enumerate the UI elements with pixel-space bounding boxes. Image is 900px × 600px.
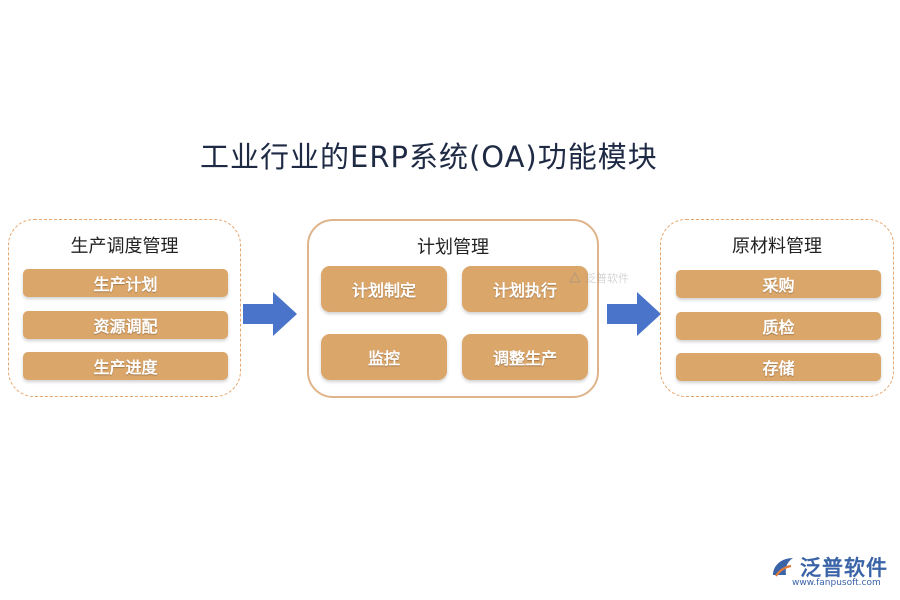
item-adjust-production: 调整生产: [462, 334, 588, 380]
watermark: 泛普软件: [568, 270, 629, 286]
item-storage: 存储: [676, 353, 881, 381]
brand-logo: 泛普软件: [770, 552, 888, 582]
right-arrow-icon: [607, 292, 661, 336]
item-production-progress: 生产进度: [23, 352, 228, 380]
item-quality-inspection: 质检: [676, 312, 881, 340]
panel-title: 生产调度管理: [70, 236, 179, 257]
item-plan-execution: 计划执行: [462, 266, 588, 312]
fanpu-logo-icon: [568, 271, 582, 283]
panel-plan-management: 计划管理 计划制定 计划执行 监控 调整生产: [307, 219, 599, 398]
brand-url: www.fanpusoft.com: [792, 578, 881, 588]
item-production-plan: 生产计划: [23, 269, 228, 297]
item-purchasing: 采购: [676, 270, 881, 298]
panel-raw-materials: 原材料管理 采购 质检 存储: [660, 219, 894, 397]
panel-production-scheduling: 生产调度管理 生产计划 资源调配 生产进度: [8, 219, 241, 397]
panel-title: 计划管理: [417, 237, 489, 258]
watermark-text: 泛普软件: [585, 272, 629, 285]
page-title: 工业行业的ERP系统(OA)功能模块: [200, 140, 658, 174]
item-plan-formulation: 计划制定: [321, 266, 447, 312]
brand-name: 泛普软件: [800, 556, 888, 580]
item-resource-allocation: 资源调配: [23, 311, 228, 339]
item-monitoring: 监控: [321, 334, 447, 380]
right-arrow-icon: [243, 292, 297, 336]
fanpu-logo-icon: [773, 558, 793, 577]
panel-title: 原材料管理: [732, 236, 822, 257]
